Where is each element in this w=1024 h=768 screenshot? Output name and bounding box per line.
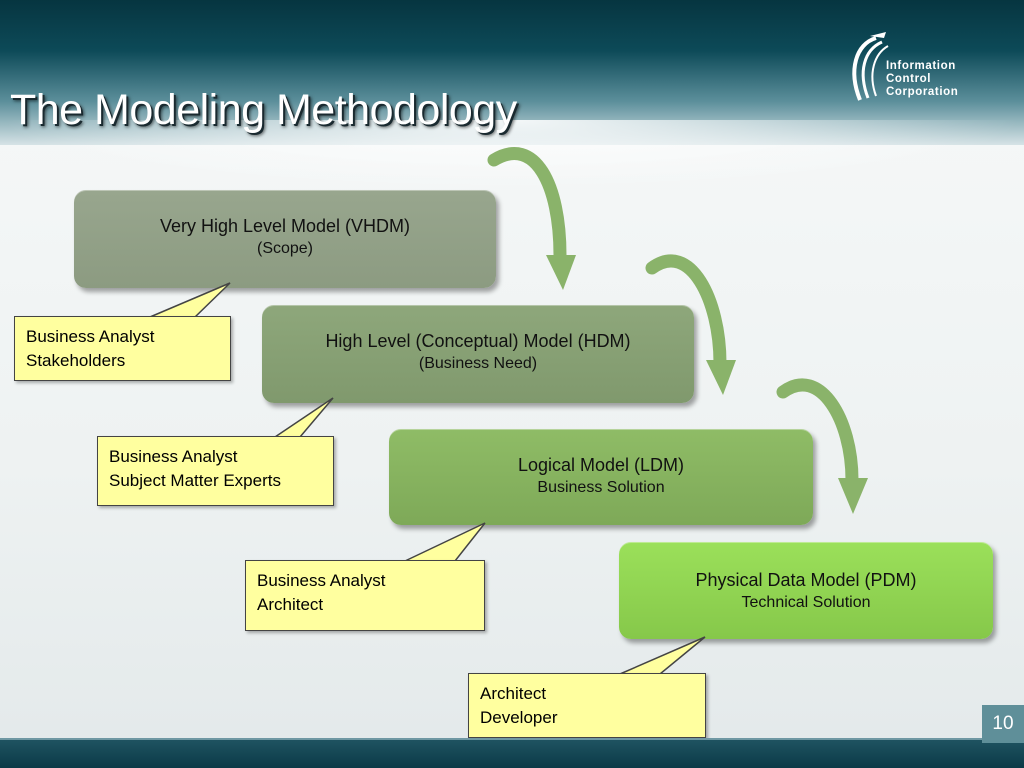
role-line: Business Analyst — [26, 327, 155, 346]
slide-title: The Modeling Methodology — [10, 86, 517, 134]
role-callout-2: Business Analyst Subject Matter Experts — [97, 436, 334, 506]
role-line: Developer — [480, 708, 558, 727]
model-title: Logical Model (LDM) — [517, 455, 685, 475]
logo-text: Information Control Corporation — [886, 60, 958, 99]
role-line: Architect — [480, 684, 547, 703]
role-line: Business Analyst — [109, 447, 238, 466]
model-title: Very High Level Model (VHDM) — [159, 216, 411, 236]
footer-divider — [0, 738, 1024, 741]
callout-tail-2 — [272, 397, 334, 438]
role-line: Business Analyst — [257, 571, 386, 590]
curved-arrow-3 — [776, 378, 868, 514]
role-line: Stakeholders — [26, 351, 126, 370]
role-line: Architect — [257, 595, 324, 614]
model-subtitle: (Scope) — [256, 240, 314, 257]
logo-line-3: Corporation — [886, 86, 959, 98]
callout-tail-3 — [404, 522, 486, 562]
callout-tail-1 — [149, 282, 231, 318]
callout-tail-4 — [619, 636, 706, 675]
curved-arrow-2 — [645, 254, 736, 395]
curved-arrow-1 — [487, 147, 576, 290]
model-title: High Level (Conceptual) Model (HDM) — [325, 331, 631, 351]
role-line: Subject Matter Experts — [109, 471, 281, 490]
model-subtitle: Business Solution — [537, 479, 665, 496]
logo-line-2: Control — [886, 73, 932, 85]
role-callout-4: Architect Developer — [468, 673, 706, 738]
company-logo: Information Control Corporation — [846, 30, 981, 105]
model-box-ldm: Logical Model (LDM) Business Solution — [389, 429, 813, 525]
page-number: 10 — [982, 705, 1024, 743]
role-callout-1: Business Analyst Stakeholders — [14, 316, 231, 381]
model-box-pdm: Physical Data Model (PDM) Technical Solu… — [619, 542, 993, 639]
model-subtitle: Technical Solution — [741, 594, 871, 611]
logo-swoosh-icon — [852, 32, 889, 101]
role-callout-3: Business Analyst Architect — [245, 560, 485, 631]
model-box-hdm: High Level (Conceptual) Model (HDM) (Bus… — [262, 305, 694, 403]
slide-footer — [0, 740, 1024, 768]
model-subtitle: (Business Need) — [418, 355, 538, 372]
logo-line-1: Information — [886, 60, 956, 72]
model-title: Physical Data Model (PDM) — [695, 570, 917, 590]
model-box-vhdm: Very High Level Model (VHDM) (Scope) — [74, 190, 496, 288]
